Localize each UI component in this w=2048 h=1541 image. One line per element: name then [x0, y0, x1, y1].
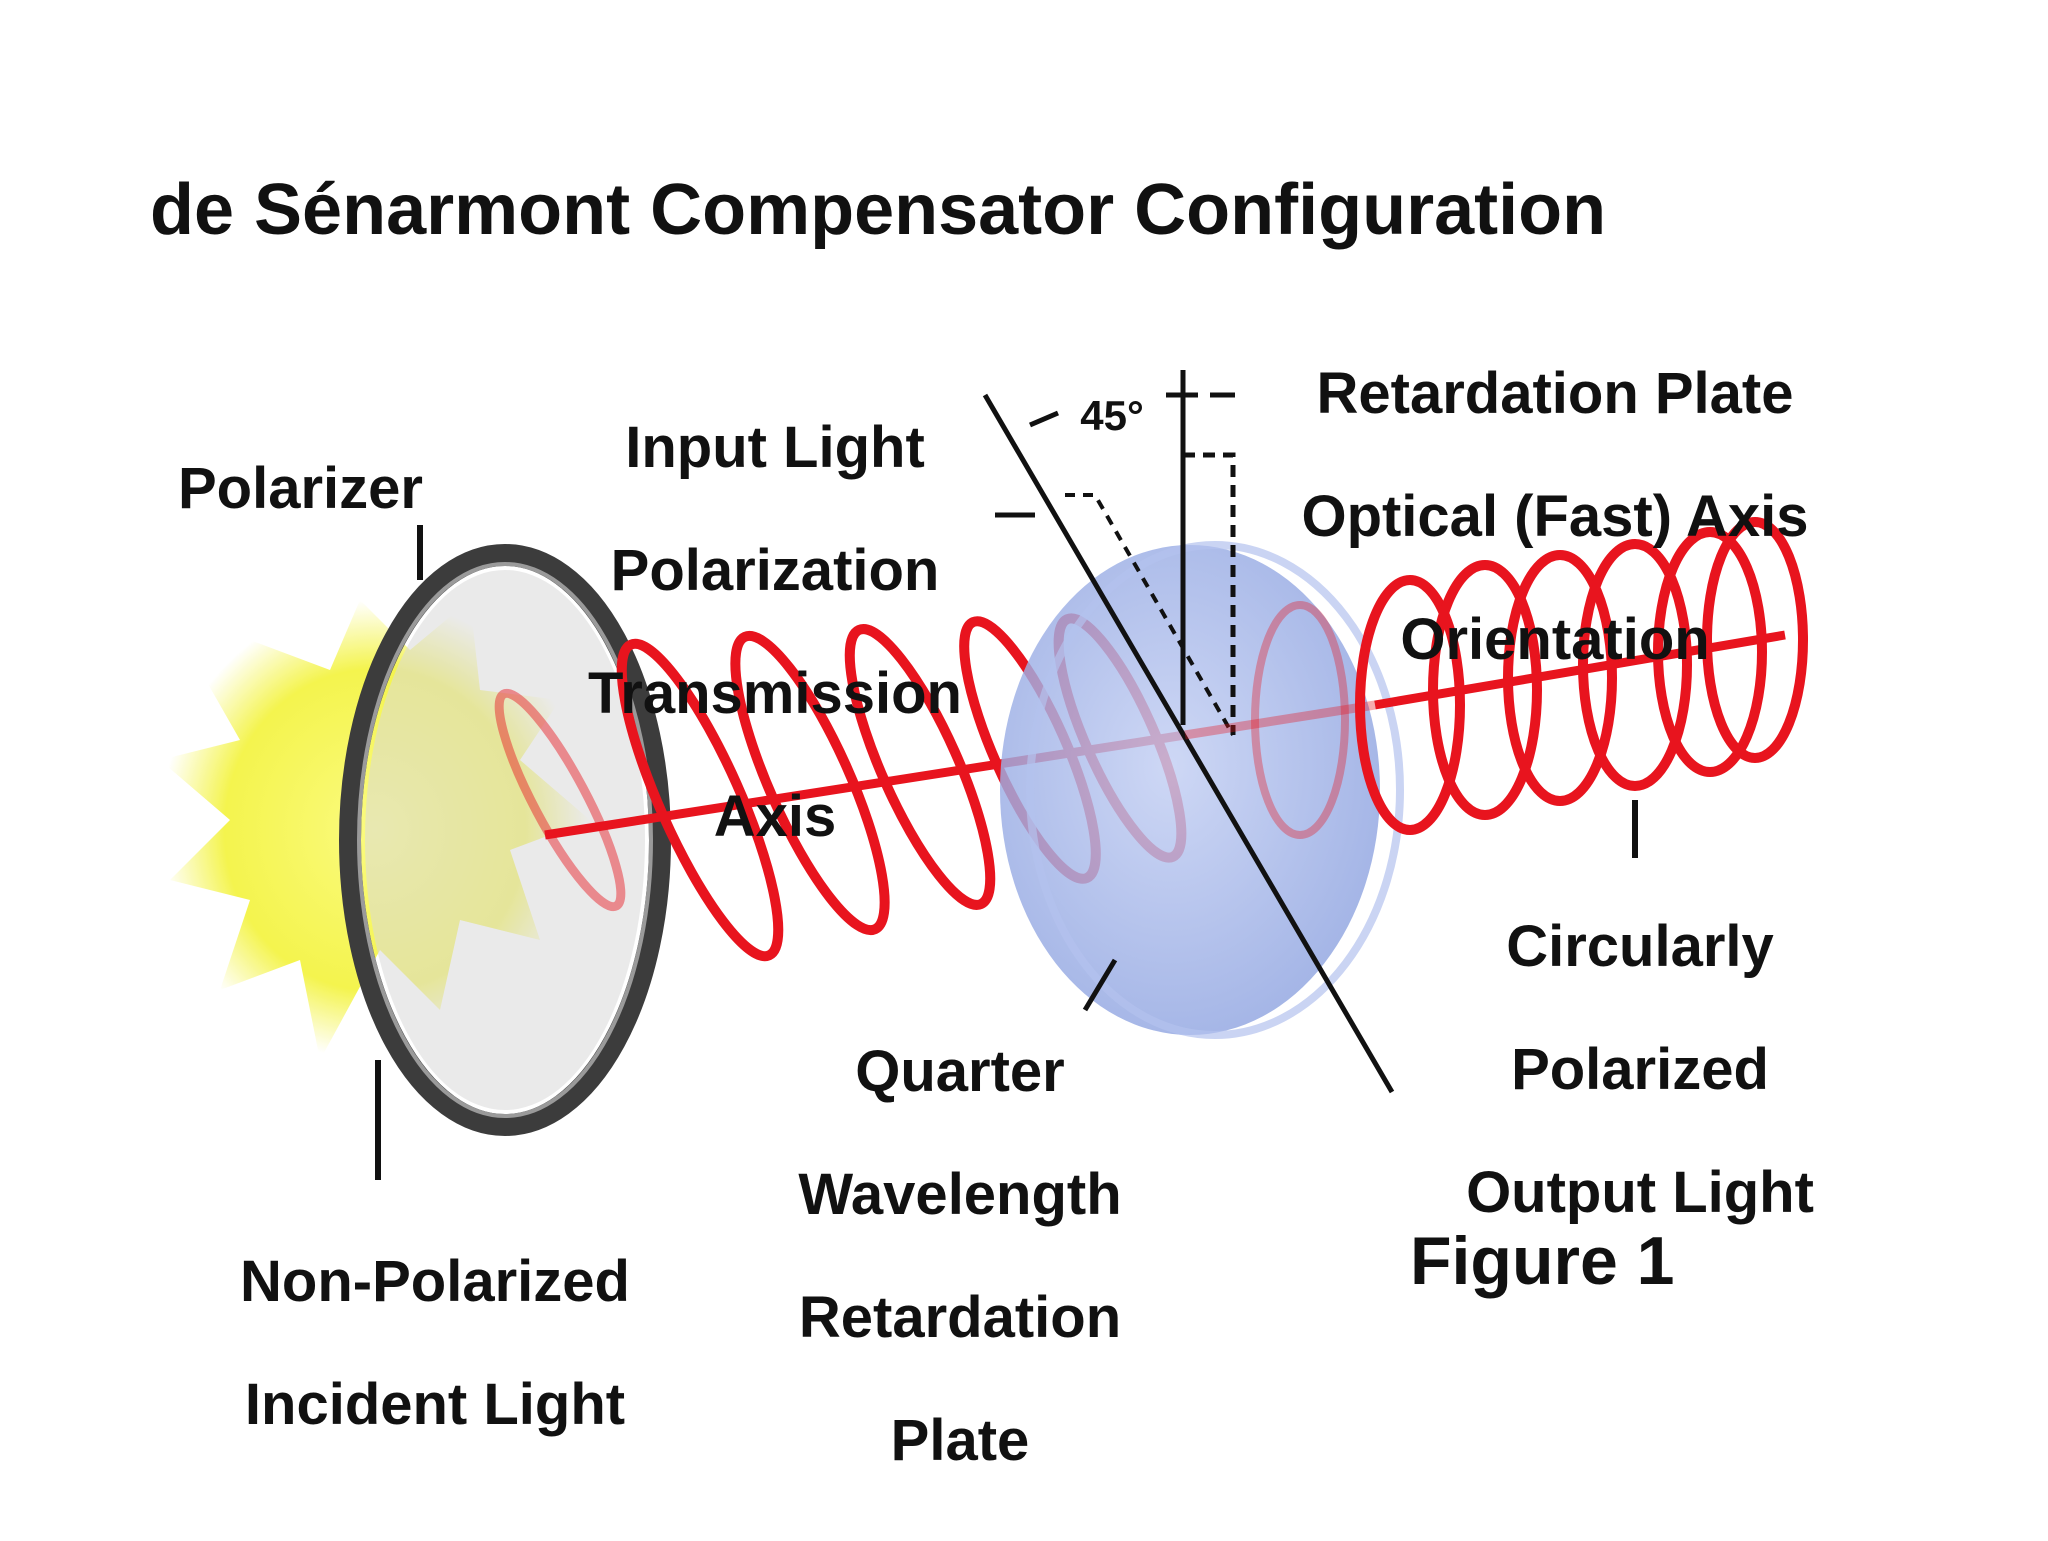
- wave-behind-polarizer: [494, 688, 626, 912]
- angle-tick-left: [1029, 410, 1059, 428]
- incident-light-label: Non-Polarized Incident Light: [195, 1190, 675, 1497]
- incident-light-line-2: Incident Light: [244, 1372, 626, 1438]
- polarizer-label: Polarizer: [178, 456, 423, 521]
- retardation-axis-line-2: Optical (Fast) Axis: [1301, 484, 1809, 550]
- diagram-title: de Sénarmont Compensator Configuration: [150, 170, 1607, 250]
- circular-output-line-1: Circularly: [1506, 914, 1774, 980]
- retardation-axis-label: Retardation Plate Optical (Fast) Axis Or…: [1230, 302, 1880, 732]
- helix-loop: [1578, 539, 1692, 791]
- incident-light-line-1: Non-Polarized: [240, 1249, 630, 1315]
- helix-loop: [1355, 575, 1465, 835]
- wave-inside-plate: [1251, 601, 1349, 839]
- quarter-plate-line-2: Wavelength: [798, 1162, 1122, 1228]
- circular-output-line-3: Output Light: [1466, 1160, 1814, 1226]
- quarter-plate-pointer: [1082, 958, 1118, 1012]
- circular-output-line-2: Polarized: [1511, 1037, 1769, 1103]
- polarizer-rim: [339, 544, 671, 1136]
- input-axis-line-2: Polarization: [610, 538, 940, 604]
- input-axis-label: Input Light Polarization Transmission Ax…: [540, 356, 1010, 909]
- circular-output-label: Circularly Polarized Output Light: [1420, 855, 1860, 1285]
- helix-loop: [1653, 527, 1767, 777]
- propagation-axis-through-plate: [1184, 700, 1376, 740]
- input-axis-line-1: Input Light: [625, 415, 925, 481]
- input-axis-line-3: Transmission: [588, 661, 962, 727]
- linear-wave-lobe: [730, 630, 890, 936]
- polarizer-inner-ring: [357, 562, 653, 1118]
- quarter-plate-line-4: Plate: [890, 1408, 1030, 1474]
- retardation-axis-line-1: Retardation Plate: [1316, 361, 1794, 427]
- quarter-wave-plate-edge: [1026, 541, 1404, 1039]
- quarter-plate-line-3: Retardation: [798, 1285, 1122, 1351]
- circular-polarized-wave: [1355, 517, 1808, 835]
- fast-axis-dashed-guide: [1183, 452, 1236, 735]
- polarization-axis-line: [982, 393, 1395, 1094]
- quarter-plate-label: Quarter Wavelength Retardation Plate: [740, 980, 1180, 1533]
- retardation-axis-line-3: Orientation: [1400, 607, 1710, 673]
- figure-label: Figure 1: [1410, 1223, 1675, 1299]
- helix-loop: [1503, 550, 1617, 806]
- linear-wave-lobe: [616, 638, 784, 962]
- linear-wave-lobe: [844, 624, 996, 910]
- angle-label: 45°: [1080, 392, 1144, 439]
- polarizer-lens: [365, 570, 645, 1110]
- polarization-axis-dashed-guide: [1065, 493, 1235, 736]
- input-axis-line-4: Axis: [713, 784, 837, 850]
- helix-loop: [1702, 517, 1808, 763]
- quarter-plate-line-1: Quarter: [855, 1039, 1065, 1105]
- helix-loop: [1428, 560, 1542, 820]
- polarizer: [339, 544, 671, 1136]
